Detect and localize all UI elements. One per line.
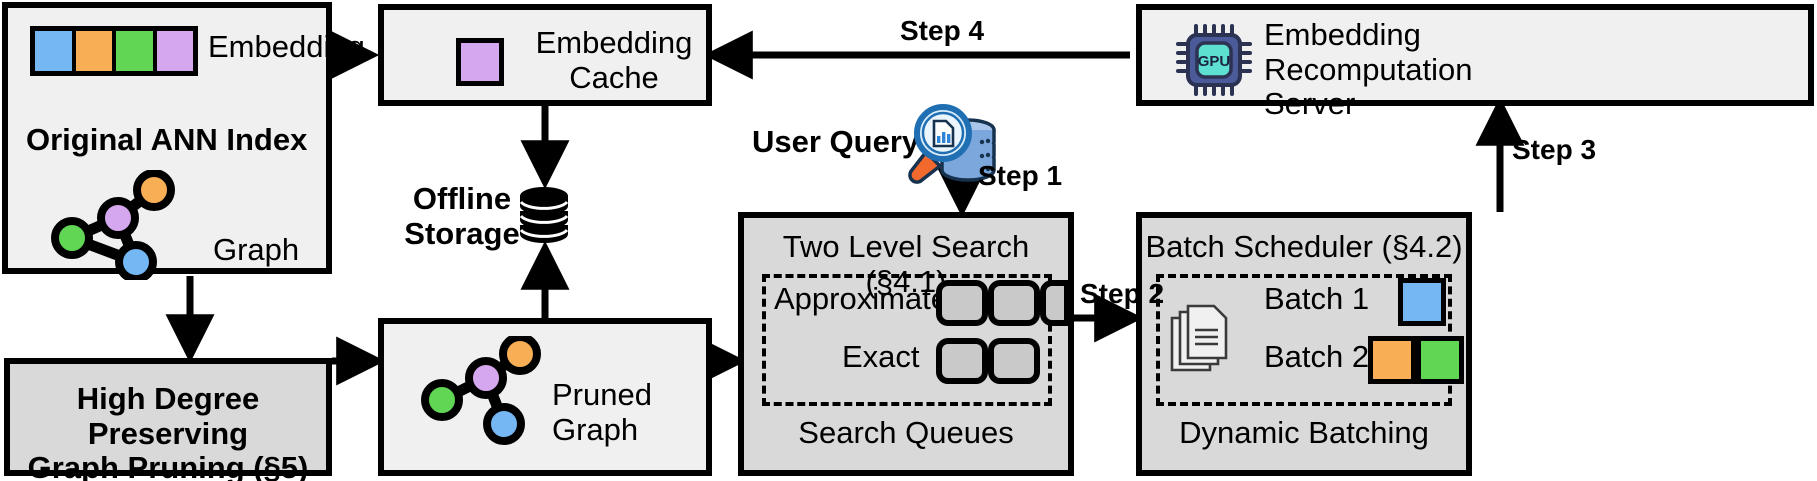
pruned-graph-box: Pruned Graph: [378, 318, 712, 476]
embedding-label: Embedding: [208, 29, 365, 64]
batch-scheduler-title: Batch Scheduler (§4.2): [1145, 229, 1463, 264]
approximate-queue-label: Approximate: [774, 281, 949, 316]
step-1-label: Step 1: [978, 160, 1063, 191]
user-query-label: User Query: [752, 124, 920, 159]
pruned-graph-label: Pruned Graph: [552, 377, 652, 447]
embedding-cache-swatch: [456, 38, 504, 86]
approximate-queue-slot-3[interactable]: [1040, 280, 1070, 326]
search-database-icon: [908, 104, 996, 184]
step-2-label: Step 2: [1080, 278, 1165, 309]
search-queues-footer: Search Queues: [798, 415, 1014, 450]
offline-storage-label: Offline Storage: [404, 181, 520, 251]
svg-text:GPU: GPU: [1198, 53, 1231, 70]
batch-2-label: Batch 2: [1264, 339, 1370, 374]
batch-2-swatch-orange: [1368, 336, 1416, 384]
two-level-search-box: Two Level Search (§4.1) Approximate Exac…: [738, 212, 1074, 476]
search-queues-dashed-region: [762, 274, 1052, 406]
approximate-queue-slot-1[interactable]: [936, 280, 988, 326]
embedding-cell-orange: [75, 31, 116, 71]
ann-graph-illustration: [51, 170, 175, 280]
embedding-cell-blue: [35, 31, 76, 71]
embedding-cell-purple: [156, 31, 193, 71]
batch-2-swatch-green: [1416, 336, 1464, 384]
documents-icon: [1170, 304, 1228, 372]
recomputation-server-label: Embedding Recomputation Server: [1264, 17, 1473, 122]
step-3-label: Step 3: [1512, 134, 1597, 165]
embedding-cache-label: Embedding Cache: [535, 25, 693, 95]
embedding-cache-box: Embedding Cache: [378, 4, 712, 106]
database-icon: [519, 187, 569, 243]
step-4-label: Step 4: [900, 15, 985, 46]
batch-scheduler-box: Batch Scheduler (§4.2) Batch 1 Batch 2 D…: [1136, 212, 1472, 476]
graph-pruning-label: High Degree Preserving Graph Pruning (§5…: [27, 381, 309, 481]
graph-pruning-box: High Degree Preserving Graph Pruning (§5…: [4, 358, 332, 481]
embedding-cell-green: [116, 31, 157, 71]
batch-1-swatch-blue: [1398, 278, 1446, 326]
recomputation-server-box: GPU Embedding Recomputation Server: [1136, 4, 1814, 121]
original-ann-index-box: Embedding Original ANN Index Graph: [2, 2, 365, 280]
two-level-search-title: Two Level Search (§4.1): [782, 229, 1030, 299]
gpu-chip-icon: GPU: [1176, 24, 1252, 96]
exact-queue-slot-1[interactable]: [936, 338, 988, 384]
exact-queue-label: Exact: [842, 339, 920, 374]
batch-1-label: Batch 1: [1264, 281, 1370, 316]
graph-label: Graph: [213, 232, 300, 267]
embedding-strip: [30, 26, 198, 76]
dynamic-batching-footer: Dynamic Batching: [1179, 415, 1429, 450]
original-ann-index-title: Original ANN Index: [26, 122, 308, 157]
pruned-graph-illustration: [421, 336, 541, 445]
exact-queue-slot-2[interactable]: [988, 338, 1040, 384]
approximate-queue-slot-2[interactable]: [988, 280, 1040, 326]
